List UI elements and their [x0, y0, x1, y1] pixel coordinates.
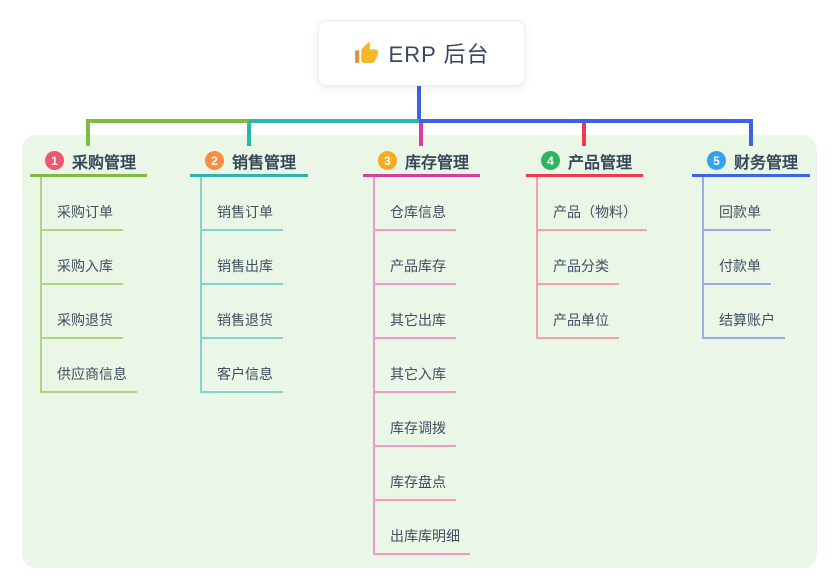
child-node-label[interactable]: 仓库信息 [373, 202, 456, 231]
branch-title: 产品管理 [568, 154, 633, 172]
connector-horizontal-line [86, 119, 251, 123]
branch-title: 采购管理 [72, 154, 137, 172]
branch-header[interactable]: 2 销售管理 [190, 147, 308, 177]
branch-title: 库存管理 [405, 154, 470, 172]
child-node-label[interactable]: 出库库明细 [373, 526, 470, 555]
child-node-label[interactable]: 采购订单 [40, 202, 123, 231]
connector-horizontal-line [249, 119, 421, 123]
branch-header[interactable]: 4 产品管理 [526, 147, 643, 177]
root-node[interactable]: ERP 后台 [318, 20, 525, 86]
child-node: 采购退货 [30, 285, 147, 339]
child-node: 客户信息 [190, 339, 308, 393]
branch: 4 产品管理 产品（物料） 产品分类 产品单位 [526, 147, 647, 339]
child-node: 其它出库 [363, 285, 480, 339]
child-node: 回款单 [692, 177, 810, 231]
child-node: 产品（物料） [526, 177, 647, 231]
root-stem-line [417, 84, 421, 121]
child-node-label[interactable]: 产品分类 [536, 256, 619, 285]
child-node-label[interactable]: 付款单 [702, 256, 771, 285]
child-node-label[interactable]: 采购退货 [40, 310, 123, 339]
thumbs-up-icon [354, 41, 379, 66]
child-node-label[interactable]: 其它出库 [373, 310, 456, 339]
child-node: 采购入库 [30, 231, 147, 285]
branch-number-badge: 3 [378, 151, 397, 170]
branch-number-badge: 1 [45, 151, 64, 170]
child-node: 其它入库 [363, 339, 480, 393]
child-node-label[interactable]: 回款单 [702, 202, 771, 231]
branch-number-badge: 4 [541, 151, 560, 170]
branch-drop-line [749, 119, 753, 146]
branch-children: 产品（物料） 产品分类 产品单位 [526, 177, 647, 339]
child-node-label[interactable]: 销售订单 [200, 202, 283, 231]
child-node-label[interactable]: 采购入库 [40, 256, 123, 285]
child-node: 出库库明细 [363, 501, 480, 555]
branch: 5 财务管理 回款单 付款单 结算账户 [692, 147, 810, 339]
branch-child-rail-line [373, 177, 375, 555]
branch-children: 销售订单 销售出库 销售退货 客户信息 [190, 177, 308, 393]
branch-title: 销售管理 [232, 154, 297, 172]
branch-drop-line [86, 119, 90, 146]
child-node: 供应商信息 [30, 339, 147, 393]
branch-drop-line [247, 119, 251, 146]
branch-child-rail-line [40, 177, 42, 393]
branch-drop-line [419, 119, 423, 146]
child-node-label[interactable]: 结算账户 [702, 310, 785, 339]
branch-header[interactable]: 3 库存管理 [363, 147, 480, 177]
child-node: 结算账户 [692, 285, 810, 339]
branch-number-badge: 2 [205, 151, 224, 170]
child-node: 销售订单 [190, 177, 308, 231]
child-node: 销售退货 [190, 285, 308, 339]
child-node-label[interactable]: 产品库存 [373, 256, 456, 285]
branch-children: 回款单 付款单 结算账户 [692, 177, 810, 339]
branch-child-rail-line [536, 177, 538, 339]
branch: 3 库存管理 仓库信息 产品库存 其它出库 其它入库 库存调拨 库存盘点 出库库… [363, 147, 480, 555]
child-node-label[interactable]: 销售退货 [200, 310, 283, 339]
branch-header[interactable]: 5 财务管理 [692, 147, 810, 177]
child-node-label[interactable]: 产品单位 [536, 310, 619, 339]
branch-children: 仓库信息 产品库存 其它出库 其它入库 库存调拨 库存盘点 出库库明细 [363, 177, 480, 555]
child-node: 产品单位 [526, 285, 643, 339]
child-node-label[interactable]: 其它入库 [373, 364, 456, 393]
child-node: 采购订单 [30, 177, 147, 231]
child-node: 销售出库 [190, 231, 308, 285]
branches-panel [22, 135, 817, 568]
child-node: 库存调拨 [363, 393, 480, 447]
child-node: 产品分类 [526, 231, 643, 285]
child-node-label[interactable]: 库存调拨 [373, 418, 456, 447]
branch-children: 采购订单 采购入库 采购退货 供应商信息 [30, 177, 147, 393]
child-node: 库存盘点 [363, 447, 480, 501]
branch-child-rail-line [702, 177, 704, 339]
root-title: ERP 后台 [388, 42, 490, 67]
branch-header[interactable]: 1 采购管理 [30, 147, 147, 177]
child-node-label[interactable]: 库存盘点 [373, 472, 456, 501]
branch-title: 财务管理 [734, 154, 799, 172]
connector-horizontal-line [419, 119, 753, 123]
child-node-label[interactable]: 供应商信息 [40, 364, 137, 393]
branch-drop-line [582, 119, 586, 146]
branch-child-rail-line [200, 177, 202, 393]
child-node-label[interactable]: 销售出库 [200, 256, 283, 285]
child-node: 仓库信息 [363, 177, 480, 231]
branch: 1 采购管理 采购订单 采购入库 采购退货 供应商信息 [30, 147, 147, 393]
branch: 2 销售管理 销售订单 销售出库 销售退货 客户信息 [190, 147, 308, 393]
child-node: 产品库存 [363, 231, 480, 285]
child-node-label[interactable]: 客户信息 [200, 364, 283, 393]
child-node: 付款单 [692, 231, 810, 285]
branch-number-badge: 5 [707, 151, 726, 170]
child-node-label[interactable]: 产品（物料） [536, 202, 647, 231]
